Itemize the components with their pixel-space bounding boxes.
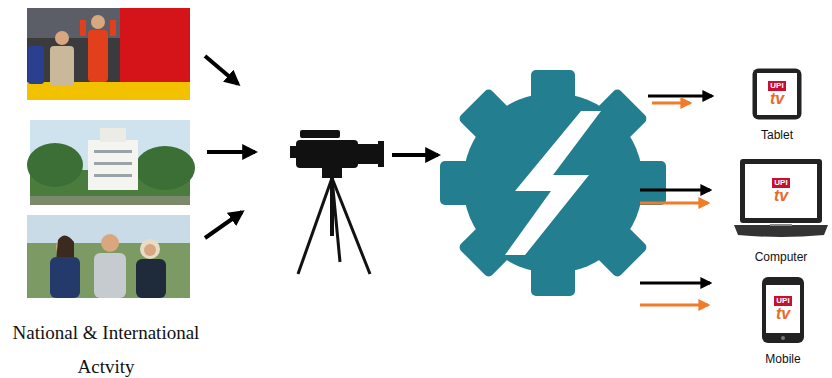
photo-building [94, 150, 132, 153]
device-label: Mobile [765, 352, 800, 366]
logo-mark: tv [776, 306, 790, 322]
gear-icon [531, 260, 575, 296]
arrow [207, 150, 255, 154]
camera-tripod [354, 144, 380, 164]
logo-text: UPI [774, 296, 791, 306]
photo-podium [50, 46, 74, 86]
logo-text: UPI [768, 81, 785, 91]
camera-tripod [290, 130, 384, 274]
logo-mark: tv [770, 91, 784, 107]
photo-podium [110, 20, 116, 36]
photo-podium [28, 46, 44, 84]
photo-building [94, 162, 132, 165]
device-node: UPItvMobile [761, 276, 805, 366]
logo: UPItv [766, 285, 800, 333]
camera-tripod [322, 168, 342, 178]
device-icon [781, 336, 785, 340]
gear-icon [592, 88, 649, 145]
gear-icon [592, 222, 649, 279]
photo-presenters [136, 259, 166, 298]
logo-text: UPI [772, 178, 789, 188]
camera-tripod [378, 141, 384, 167]
arrow [205, 56, 238, 84]
gear-icon [440, 161, 476, 205]
device-label: Tablet [761, 128, 793, 142]
camera-tripod [332, 178, 370, 274]
arrow [640, 304, 708, 307]
camera-tripod [298, 178, 332, 274]
device-outline: UPItv [752, 68, 802, 120]
device-icon [745, 164, 817, 218]
logo: UPItv [757, 73, 797, 115]
photo-presenters [27, 215, 190, 298]
photo-podium [80, 20, 86, 36]
arrow [640, 282, 710, 285]
device-icon [734, 225, 828, 237]
photo-presenters [140, 239, 160, 259]
logo: UPItv [745, 164, 817, 218]
gear-icon [458, 222, 515, 279]
device-node: UPItvTablet [752, 68, 802, 142]
camera-tripod [300, 130, 340, 138]
device-icon [770, 224, 792, 226]
gear-icon [505, 111, 601, 255]
arrow [652, 102, 690, 105]
device-label: Computer [755, 250, 808, 264]
arrow [640, 189, 710, 192]
photo-presenters [94, 253, 126, 298]
photo-building [27, 120, 195, 205]
arrow [640, 96, 712, 305]
arrow [205, 212, 242, 238]
photo-podium [27, 8, 190, 100]
camera-tripod [332, 178, 340, 262]
device-icon [753, 69, 802, 120]
photo-building [94, 174, 132, 177]
photo-building [100, 128, 126, 142]
photo-presenters [101, 234, 119, 252]
photo-building [30, 196, 190, 205]
arrow [648, 95, 712, 98]
device-icon [757, 73, 797, 115]
device-outline: UPItv [734, 158, 828, 242]
photo-presenters [50, 257, 80, 298]
arrow [392, 153, 438, 157]
photo-presenters [144, 244, 156, 256]
device-outline: UPItv [761, 276, 805, 344]
gear-icon [458, 88, 515, 145]
logo-mark: tv [774, 188, 788, 204]
photo-podium [91, 15, 105, 29]
gear-icon [531, 70, 575, 106]
photo-building [135, 146, 195, 190]
photo-podium [27, 8, 190, 100]
device-icon [762, 277, 804, 343]
gear-icon [440, 70, 666, 296]
photo-podium [55, 31, 69, 45]
photo-presenters [27, 215, 190, 298]
device-icon [740, 159, 822, 223]
photo-podium [88, 30, 108, 82]
camera-tripod [290, 146, 298, 158]
device-node: UPItvComputer [734, 158, 828, 264]
photo-building [27, 143, 83, 187]
photo-building [88, 140, 138, 190]
camera-tripod [330, 178, 334, 236]
device-icon [766, 285, 800, 333]
caption-label: National & International Actvity [8, 316, 204, 378]
camera-tripod [296, 140, 358, 168]
gear-icon [630, 161, 666, 205]
arrow [205, 56, 255, 238]
arrow [640, 202, 708, 205]
